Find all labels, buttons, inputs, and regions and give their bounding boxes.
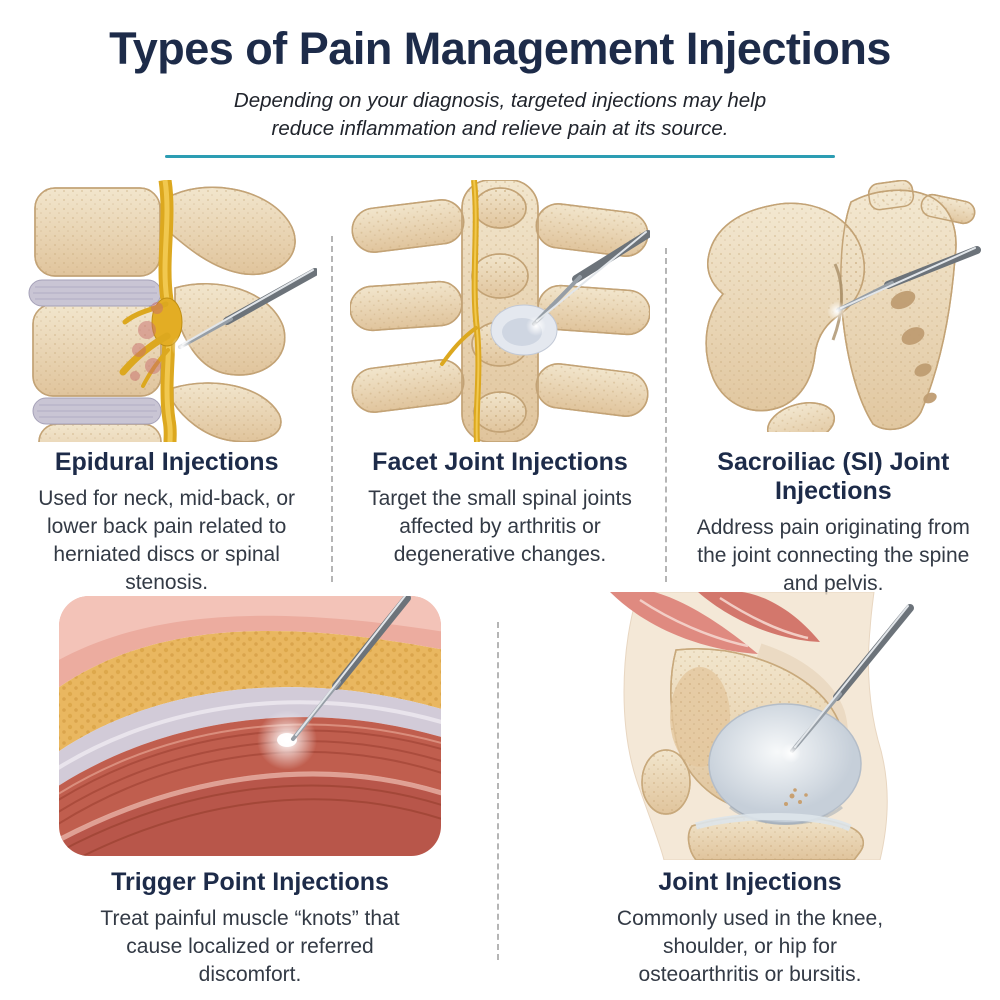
top-row: Epidural Injections Used for neck, mid-b… (0, 180, 1000, 598)
dashed-divider-top-1 (331, 236, 333, 582)
page-subtitle: Depending on your diagnosis, targeted in… (233, 88, 767, 140)
knee-joint-needle-illustration (610, 592, 914, 860)
illustration-sacroiliac-joint (667, 180, 1000, 444)
accent-divider (165, 155, 835, 159)
needle-icon (790, 604, 914, 753)
dashed-divider-bottom (497, 622, 499, 960)
section-description: Commonly used in the knee, shoulder, or … (616, 907, 884, 986)
section-sacroiliac-joint-injections: Sacroiliac (SI) Joint Injections Address… (667, 180, 1000, 598)
section-description: Target the small spinal joints affected … (368, 487, 632, 566)
muscle-layers-needle-illustration (59, 596, 441, 856)
bottom-row: Trigger Point Injections Treat painful m… (0, 592, 1000, 989)
lumbar-spine-side-view-needle-illustration (28, 180, 317, 442)
section-title: Epidural Injections (54, 448, 279, 476)
needle-icon (531, 230, 650, 326)
section-description: Address pain originating from the joint … (696, 516, 970, 595)
page-title: Types of Pain Management Injections (109, 23, 891, 74)
section-facet-joint-injections: Facet Joint Injections Target the small … (333, 180, 666, 598)
spine-posterior-view-needle-illustration (349, 180, 650, 442)
section-title: Sacroiliac (SI) Joint Injections (717, 448, 950, 505)
illustration-joint (500, 592, 1000, 864)
illustration-epidural (0, 180, 333, 444)
needle-icon (291, 596, 411, 741)
header: Types of Pain Management Injections Depe… (0, 0, 1000, 159)
section-title: Facet Joint Injections (372, 448, 628, 476)
section-epidural-injections: Epidural Injections Used for neck, mid-b… (0, 180, 333, 598)
pelvis-si-joint-needle-illustration (705, 180, 982, 432)
section-title: Joint Injections (658, 868, 842, 896)
section-description: Treat painful muscle “knots” that cause … (100, 907, 400, 986)
section-description: Used for neck, mid-back, or lower back p… (38, 487, 296, 594)
section-joint-injections: Joint Injections Commonly used in the kn… (500, 592, 1000, 989)
dashed-divider-top-2 (665, 248, 667, 582)
section-title: Trigger Point Injections (111, 868, 389, 896)
section-trigger-point-injections: Trigger Point Injections Treat painful m… (0, 592, 500, 989)
illustration-trigger-point (0, 592, 500, 864)
illustration-facet-joint (333, 180, 666, 444)
needle-icon (836, 246, 982, 312)
